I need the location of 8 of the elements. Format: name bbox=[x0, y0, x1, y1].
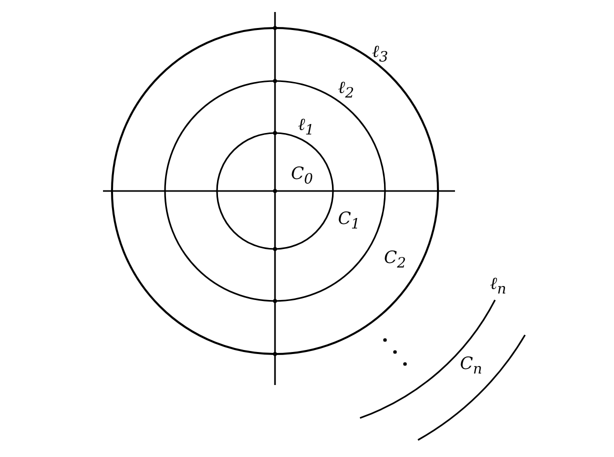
region-label: C$_{0}$ bbox=[291, 166, 314, 187]
region-label: C$_{n}$ bbox=[460, 356, 482, 377]
curve-label: ℓ$_{n}$ bbox=[490, 276, 506, 297]
curve-label: ℓ$_{3}$ bbox=[372, 44, 388, 65]
region-label: C$_{2}$ bbox=[384, 250, 406, 271]
curve-label: ℓ$_{2}$ bbox=[338, 80, 354, 101]
region-label: C$_{1}$ bbox=[338, 211, 360, 232]
curve-label: ℓ$_{1}$ bbox=[298, 117, 314, 138]
